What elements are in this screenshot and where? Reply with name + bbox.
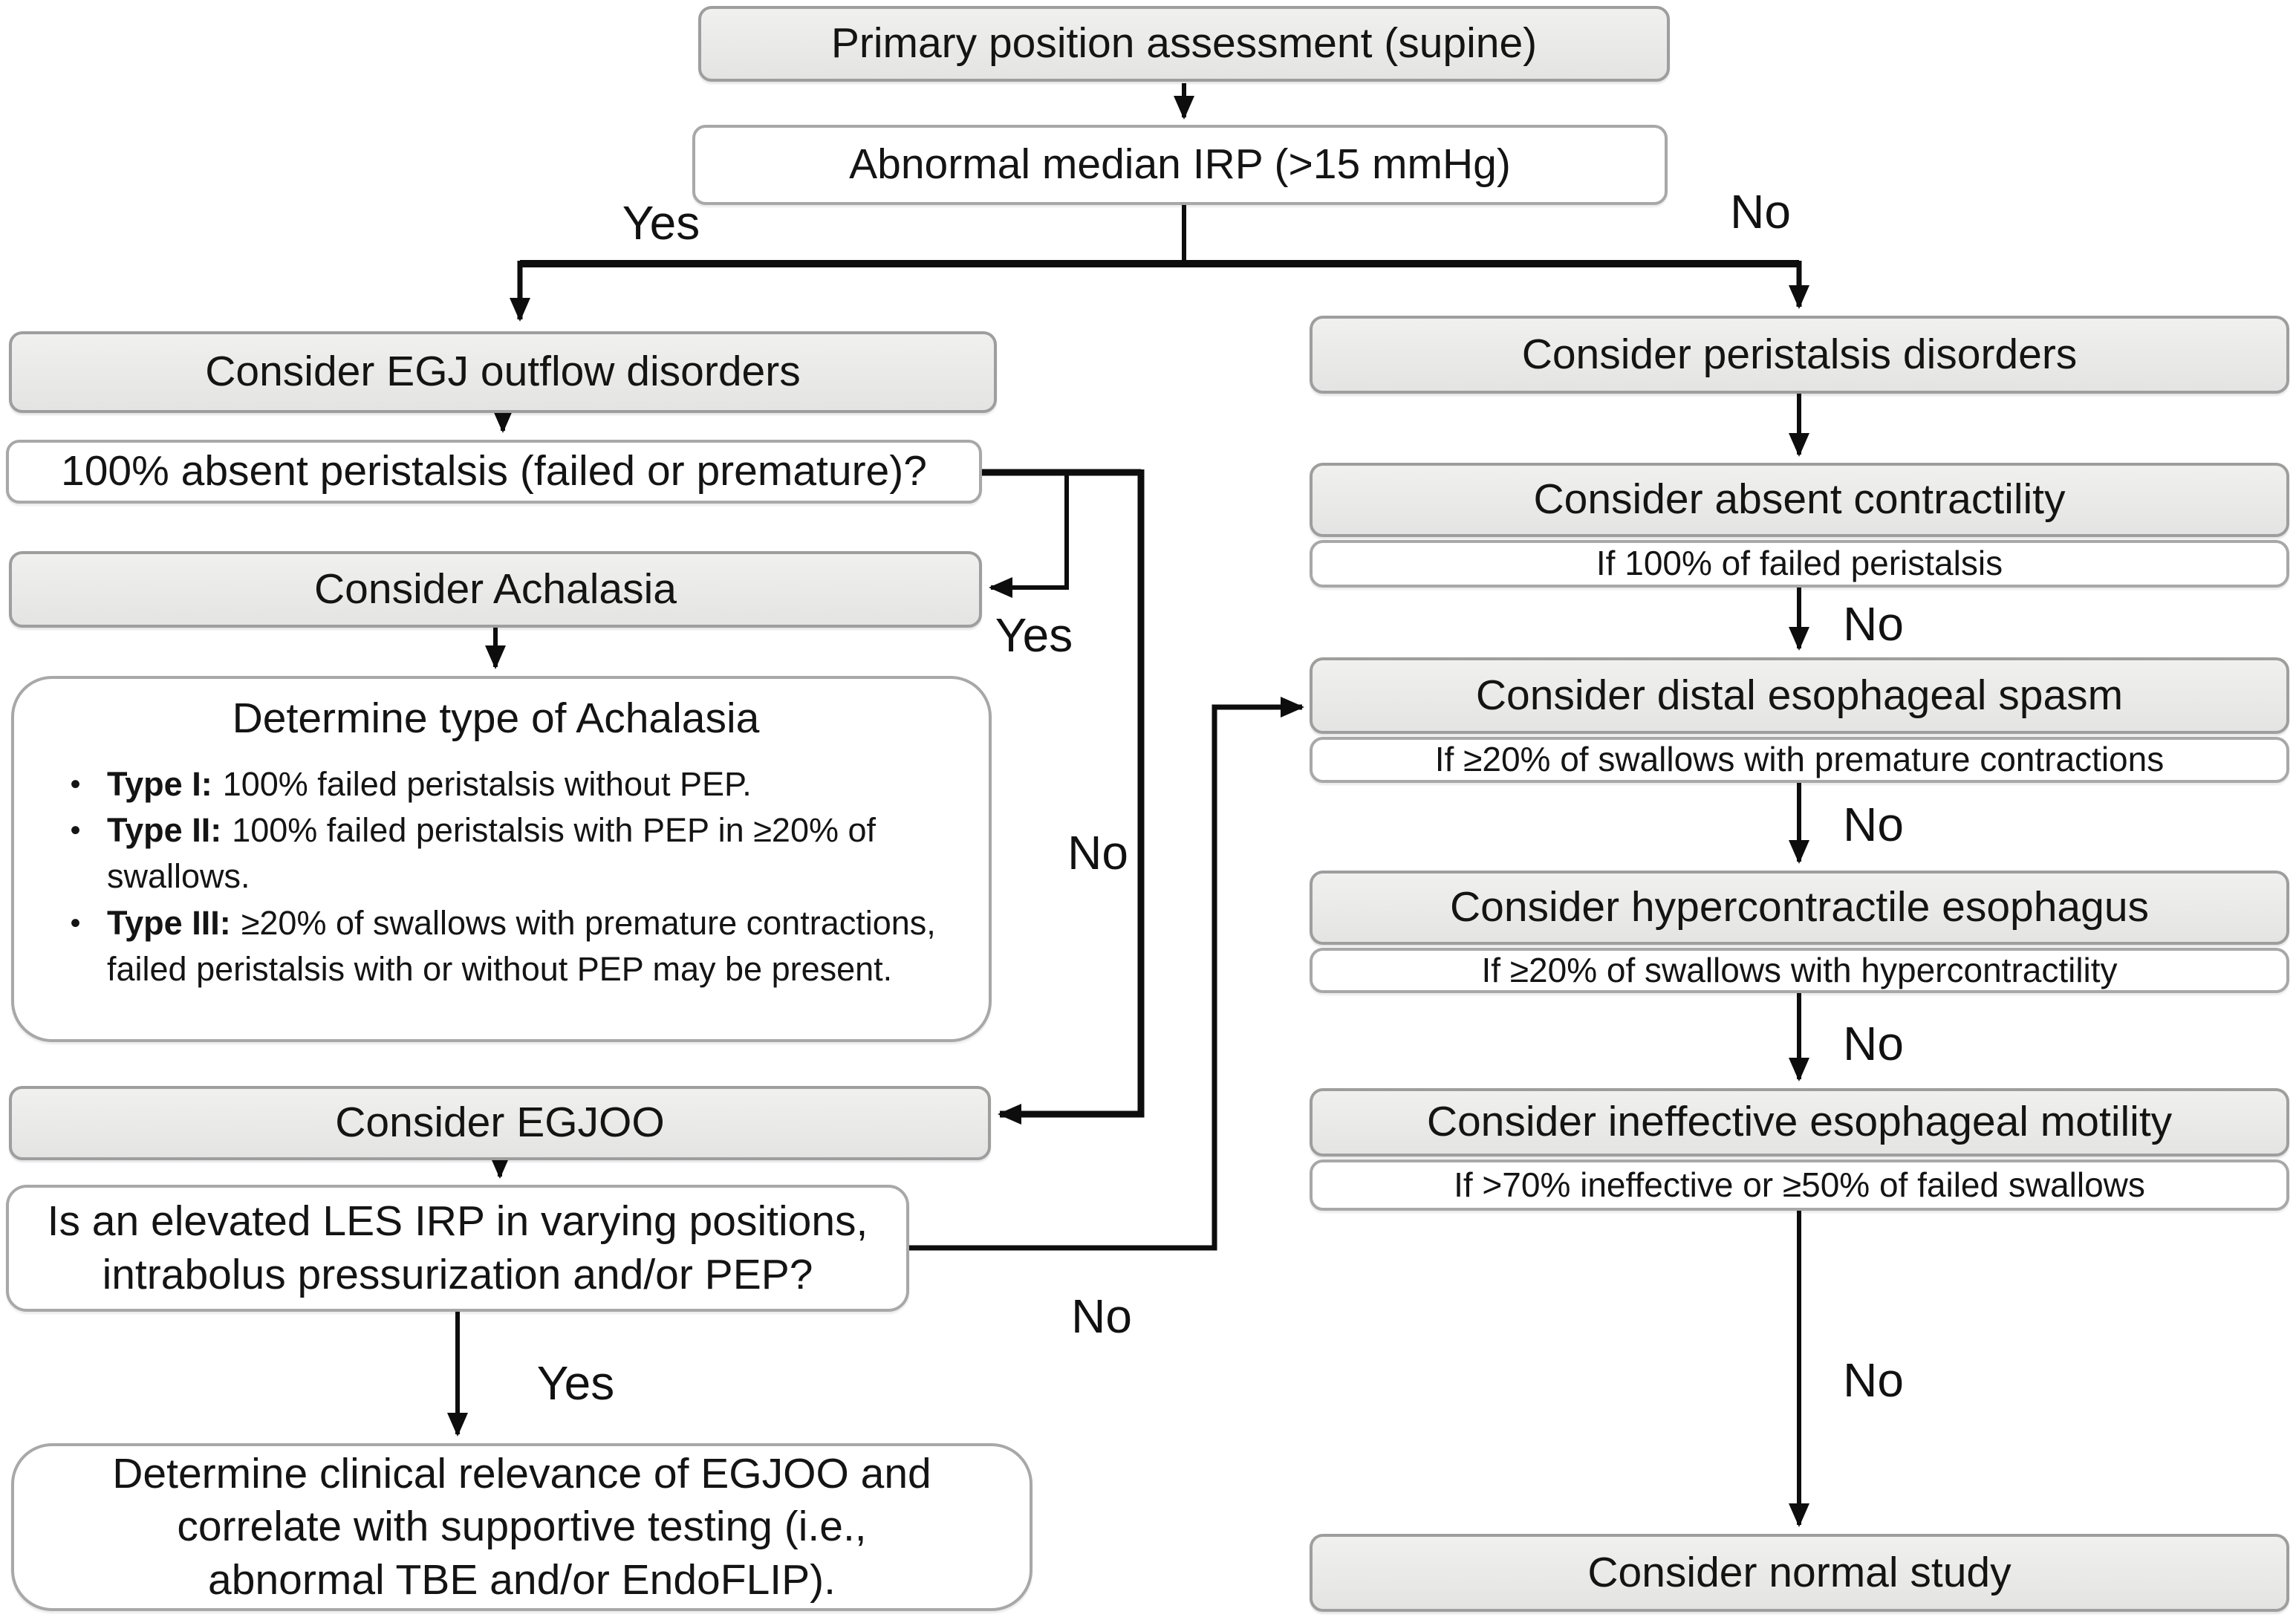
achalasia-type-1-lead: Type I: xyxy=(107,765,212,804)
edge-label-iem-no: No xyxy=(1843,1353,1904,1407)
node-absent-contractility-criteria: If 100% of failed peristalsis xyxy=(1310,540,2289,588)
achalasia-type-2-text: Type II:100% failed peristalsis with PEP… xyxy=(107,807,948,900)
edge-label-les-no: No xyxy=(1071,1289,1132,1343)
edge-lesq-no-to-spasm xyxy=(909,697,1304,1251)
edge-label-hypercontractile-no: No xyxy=(1843,1017,1904,1070)
achalasia-type-3-desc: ≥20% of swallows with premature contract… xyxy=(107,903,936,988)
node-consider-normal-study-label: Consider normal study xyxy=(1587,1548,2012,1596)
node-absent-peristalsis-question: 100% absent peristalsis (failed or prema… xyxy=(6,440,982,504)
achalasia-type-1-text: Type I: 100% failed peristalsis without P… xyxy=(107,761,948,807)
node-absent-contractility-criteria-label: If 100% of failed peristalsis xyxy=(1596,544,2003,583)
node-peristalsis-disorders: Consider peristalsis disorders xyxy=(1310,316,2289,394)
node-consider-achalasia: Consider Achalasia xyxy=(9,551,982,628)
node-les-irp-question-line1: Is an elevated LES IRP in varying positi… xyxy=(47,1197,868,1246)
edge-label-les-yes: Yes xyxy=(536,1356,615,1410)
achalasia-type-2-desc: 100% failed peristalsis with PEP in ≥20%… xyxy=(107,811,877,896)
achalasia-type-1-desc: 100% failed peristalsis without PEP. xyxy=(222,765,752,804)
node-primary-position-label: Primary position assessment (supine) xyxy=(830,19,1538,68)
achalasia-type-2-item: • Type II:100% failed peristalsis with P… xyxy=(44,807,948,900)
node-les-irp-question-line2: intrabolus pressurization and/or PEP? xyxy=(102,1250,813,1298)
node-hypercontractile-esophagus-criteria: If ≥20% of swallows with hypercontractil… xyxy=(1310,948,2289,993)
achalasia-type-3-item: • Type III:≥20% of swallows with prematu… xyxy=(44,900,948,992)
node-consider-egjoo: Consider EGJOO xyxy=(9,1086,991,1160)
bullet-icon: • xyxy=(70,768,81,801)
node-egj-outflow-disorders: Consider EGJ outflow disorders xyxy=(9,331,997,413)
node-consider-normal-study: Consider normal study xyxy=(1310,1534,2289,1612)
edge-label-contractility-no: No xyxy=(1843,597,1904,651)
node-abnormal-irp: Abnormal median IRP (>15 mmHg) xyxy=(692,125,1668,205)
node-absent-contractility: Consider absent contractility xyxy=(1310,463,2289,537)
node-ineffective-esophageal-motility-criteria-label: If >70% ineffective or ≥50% of failed sw… xyxy=(1454,1165,2145,1204)
node-distal-esophageal-spasm: Consider distal esophageal spasm xyxy=(1310,657,2289,734)
node-ineffective-esophageal-motility: Consider ineffective esophageal motility xyxy=(1310,1088,2289,1157)
achalasia-type-3-text: Type III:≥20% of swallows with premature… xyxy=(107,900,948,992)
node-hypercontractile-esophagus: Consider hypercontractile esophagus xyxy=(1310,871,2289,945)
node-egjoo-relevance-line2: correlate with supportive testing (i.e., xyxy=(177,1503,867,1551)
achalasia-type-3-lead: Type III: xyxy=(107,903,231,942)
bullet-icon: • xyxy=(70,814,81,848)
node-egj-outflow-disorders-label: Consider EGJ outflow disorders xyxy=(205,348,801,396)
node-absent-contractility-label: Consider absent contractility xyxy=(1533,475,2066,524)
node-ineffective-esophageal-motility-criteria: If >70% ineffective or ≥50% of failed sw… xyxy=(1310,1159,2289,1211)
node-egjoo-relevance-line1: Determine clinical relevance of EGJOO an… xyxy=(112,1450,931,1498)
node-abnormal-irp-label: Abnormal median IRP (>15 mmHg) xyxy=(849,140,1511,189)
bullet-icon: • xyxy=(70,906,81,940)
node-consider-egjoo-label: Consider EGJOO xyxy=(335,1099,665,1147)
node-hypercontractile-esophagus-label: Consider hypercontractile esophagus xyxy=(1449,883,2150,931)
edge-label-spasm-no: No xyxy=(1843,798,1904,851)
node-primary-position: Primary position assessment (supine) xyxy=(698,6,1670,82)
node-peristalsis-disorders-label: Consider peristalsis disorders xyxy=(1521,330,2078,378)
node-les-irp-question: Is an elevated LES IRP in varying positi… xyxy=(6,1185,909,1312)
edge-label-irp-no: No xyxy=(1730,185,1791,238)
achalasia-types-title: Determine type of Achalasia xyxy=(232,694,760,742)
node-distal-esophageal-spasm-label: Consider distal esophageal spasm xyxy=(1475,671,2124,719)
node-egjoo-relevance: Determine clinical relevance of EGJOO an… xyxy=(11,1443,1032,1611)
achalasia-type-1-item: • Type I: 100% failed peristalsis without… xyxy=(44,761,948,807)
node-hypercontractile-esophagus-criteria-label: If ≥20% of swallows with hypercontractil… xyxy=(1481,950,2118,989)
edge-no-to-egjoo xyxy=(998,469,1145,1125)
node-achalasia-types: Determine type of Achalasia • Type I: 100… xyxy=(11,676,992,1042)
node-egjoo-relevance-line3: abnormal TBE and/or EndoFLIP). xyxy=(208,1555,836,1604)
node-distal-esophageal-spasm-criteria: If ≥20% of swallows with premature contr… xyxy=(1310,737,2289,783)
node-ineffective-esophageal-motility-label: Consider ineffective esophageal motility xyxy=(1426,1098,2173,1146)
edge-label-absent-yes: Yes xyxy=(995,608,1073,662)
edge-label-absent-no: No xyxy=(1067,826,1128,879)
edge-yes-to-achalasia xyxy=(989,472,1069,598)
node-distal-esophageal-spasm-criteria-label: If ≥20% of swallows with premature contr… xyxy=(1434,740,2165,779)
edge-label-irp-yes: Yes xyxy=(622,196,700,250)
node-absent-peristalsis-question-label: 100% absent peristalsis (failed or prema… xyxy=(61,447,927,495)
achalasia-type-2-lead: Type II: xyxy=(107,811,222,850)
node-consider-achalasia-label: Consider Achalasia xyxy=(314,565,677,613)
